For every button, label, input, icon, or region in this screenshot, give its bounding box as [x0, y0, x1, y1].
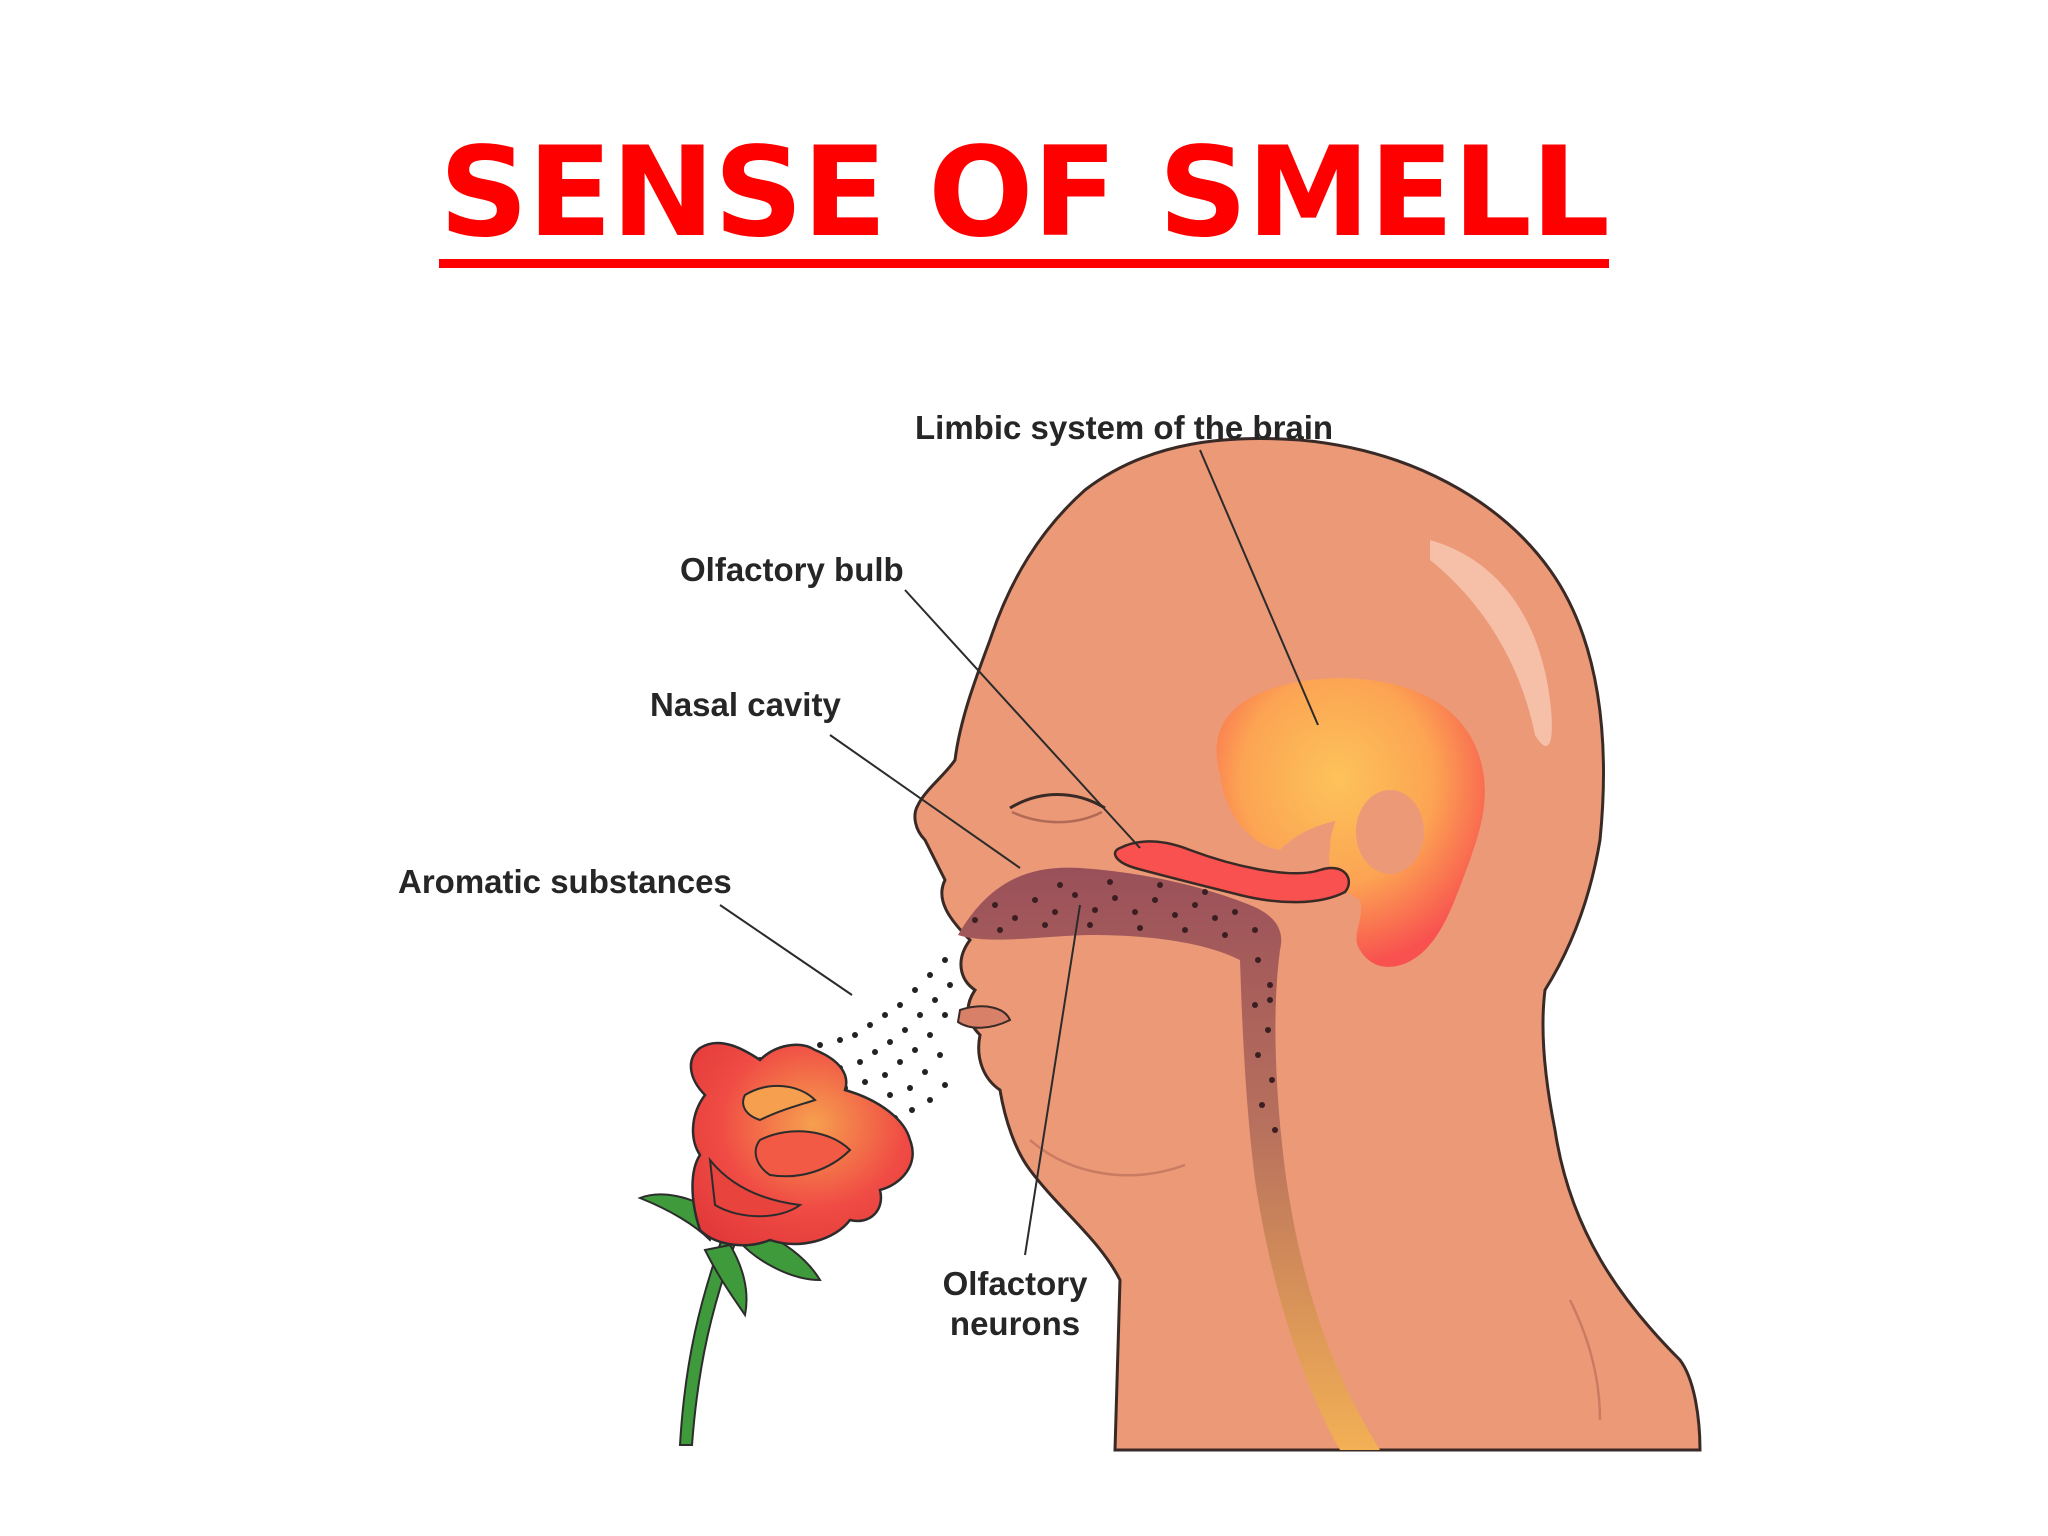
nasal-airway — [958, 867, 1380, 1450]
leader-limbic — [1199, 449, 1319, 726]
slide-title-text: SENSE OF SMELL — [439, 127, 1610, 268]
leader-neurons — [1024, 904, 1081, 1256]
rose-stem — [678, 1228, 740, 1446]
lips — [956, 1005, 1012, 1029]
rose-petal-fold — [754, 1130, 852, 1178]
label-limbic-system: Limbic system of the brain — [915, 409, 1334, 446]
slide-title: SENSE OF SMELL — [0, 118, 2048, 268]
jaw-line — [1029, 1139, 1186, 1177]
rose-sepal — [703, 1243, 748, 1318]
olfactory-bulb — [1113, 840, 1351, 904]
leader-aromatic — [719, 904, 853, 996]
label-olfactory-bulb: Olfactory bulb — [680, 551, 904, 588]
nasal-dots — [972, 879, 1278, 1133]
label-olfactory-neurons-line1: Olfactory — [942, 1265, 1088, 1302]
rose-petal-curl — [742, 1084, 817, 1122]
head-highlight — [1430, 540, 1552, 747]
label-olfactory-neurons-line2: neurons — [949, 1305, 1081, 1342]
eye-lid — [1011, 810, 1103, 824]
rose-petal-edge — [708, 1156, 803, 1218]
limbic-inner-loop — [1356, 790, 1424, 874]
label-olfactory-neurons: Olfactory neurons — [920, 1264, 1110, 1344]
closed-eye — [1009, 793, 1106, 810]
leader-cavity — [829, 734, 1021, 869]
leader-bulb — [904, 589, 1141, 849]
leader-lines — [719, 449, 1319, 1256]
limbic-system — [1216, 678, 1485, 967]
label-aromatic-substances: Aromatic substances — [398, 863, 732, 900]
label-nasal-cavity: Nasal cavity — [650, 686, 841, 723]
neck-detail — [1568, 1299, 1602, 1421]
